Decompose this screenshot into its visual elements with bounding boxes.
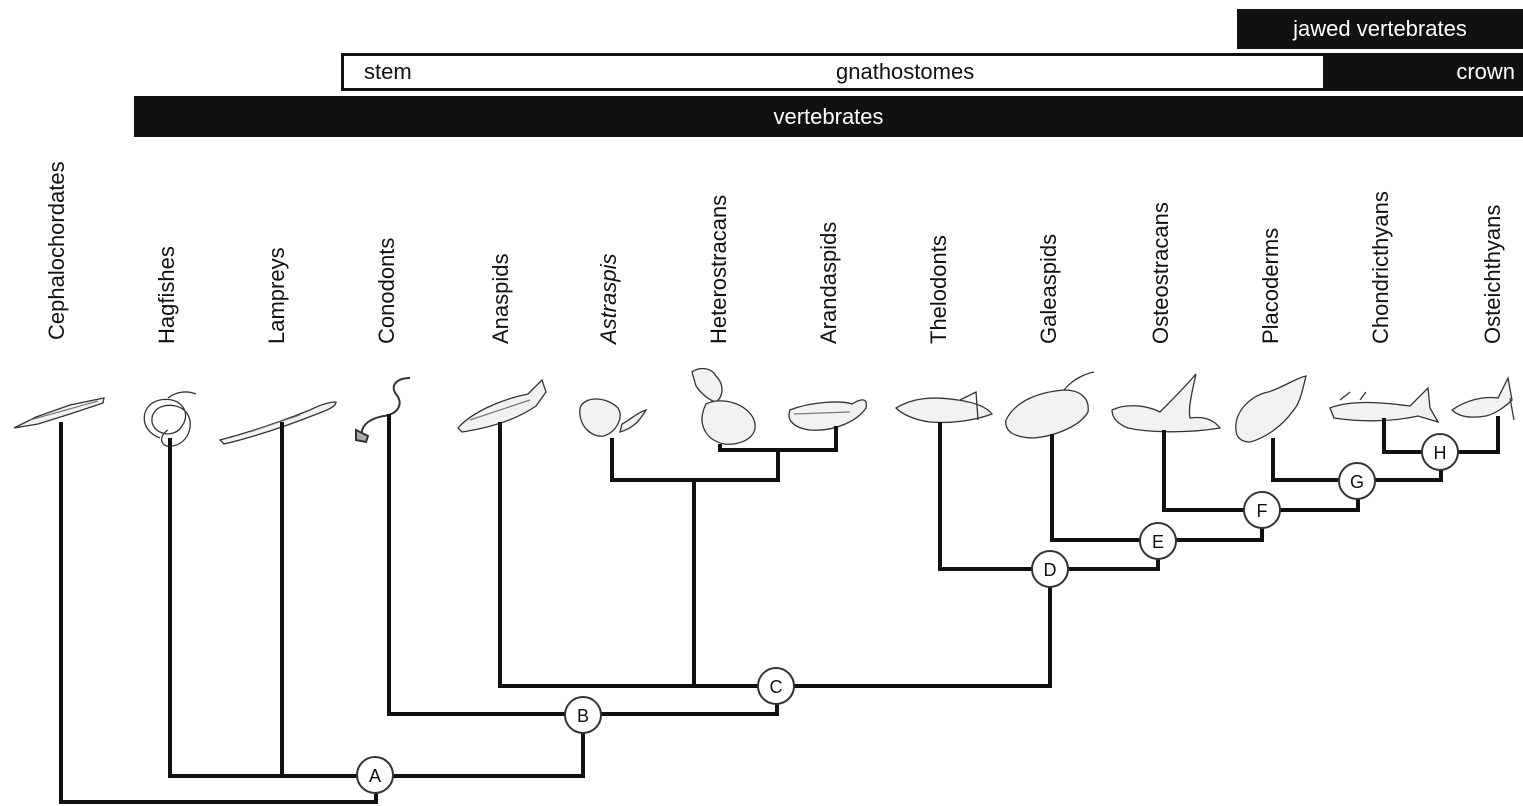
crown-gnathostomes-bar: crown [1326, 53, 1523, 91]
crown-label: crown [1456, 59, 1515, 84]
node-E: E [1139, 522, 1177, 560]
branch-astraspis [610, 438, 780, 482]
node-G-label: G [1350, 472, 1364, 492]
amphioxus-illustration [13, 397, 105, 429]
heterostracan-illustration [691, 367, 756, 445]
thelodont-illustration [894, 390, 994, 424]
node-A-label: A [369, 766, 381, 786]
branch-conodonts [387, 414, 585, 716]
stem-gnathostomes-bar: stem gnathostomes [341, 53, 1326, 91]
jawed-vertebrates-bar: jawed vertebrates [1237, 9, 1523, 49]
branch-A-to-B [374, 712, 585, 804]
node-A: A [356, 756, 394, 794]
osteichthyan-illustration [1450, 375, 1515, 421]
osteostracan-illustration [1111, 373, 1222, 433]
arandaspid-illustration [788, 399, 868, 431]
node-C-label: C [770, 677, 783, 697]
node-H-label: H [1434, 443, 1447, 463]
branch-hagfish-lamprey [168, 438, 378, 778]
tree-branches [59, 414, 1500, 804]
conodont-illustration [355, 377, 411, 444]
branch-heterostracans [718, 426, 838, 452]
node-G: G [1338, 462, 1376, 500]
node-B-label: B [577, 706, 589, 726]
galeaspid-illustration [1005, 371, 1095, 439]
branch-C-to-D [775, 567, 1052, 688]
anaspid-illustration [457, 378, 547, 433]
astraspis-illustration [579, 398, 648, 437]
lamprey-illustration [218, 401, 337, 445]
animal-illustrations [13, 367, 1515, 447]
node-D-label: D [1044, 560, 1057, 580]
jawed-vertebrates-label: jawed vertebrates [1293, 16, 1467, 41]
node-F: F [1243, 491, 1281, 529]
vertebrates-bar: vertebrates [134, 96, 1523, 137]
branch-cephalochordates [59, 422, 378, 804]
branch-thelodonts [938, 422, 1160, 571]
branch-anaspids [498, 422, 779, 688]
stem-label: stem [364, 59, 412, 84]
node-C: C [757, 667, 795, 705]
node-D: D [1031, 550, 1069, 588]
branch-B-to-C [581, 684, 779, 716]
gnathostomes-label: gnathostomes [836, 59, 975, 84]
hagfish-illustration [143, 391, 197, 447]
vertebrates-label: vertebrates [773, 103, 884, 129]
placoderm-illustration [1235, 375, 1307, 443]
node-H: H [1421, 433, 1459, 471]
node-E-label: E [1152, 532, 1164, 552]
node-F-label: F [1257, 501, 1268, 521]
chondrichthyan-illustration [1329, 386, 1440, 424]
node-B: B [564, 696, 602, 734]
